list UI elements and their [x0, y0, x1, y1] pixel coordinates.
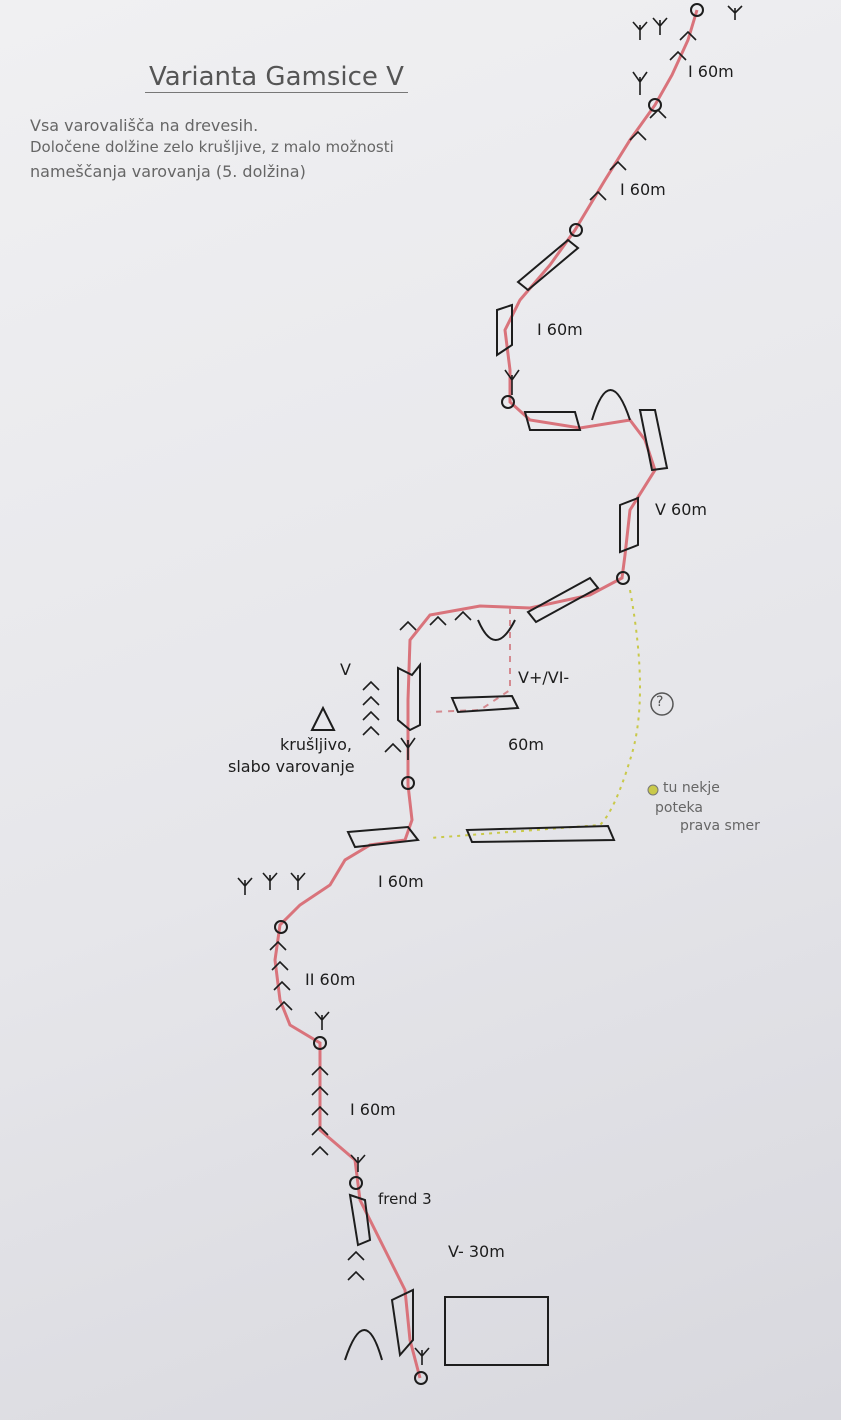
pitch-label: I 60m: [350, 1100, 396, 1119]
alt-note: prava smer: [680, 818, 760, 834]
feature-slab: [390, 1288, 414, 1358]
pitch-label: I 60m: [537, 320, 583, 339]
feature-arch: [591, 389, 631, 421]
question-mark: ?: [656, 694, 664, 710]
route-line: [273, 9, 699, 1379]
question-circle: [650, 692, 674, 716]
pitch-label: I 60m: [378, 872, 424, 891]
feature-slab: [516, 238, 580, 292]
pitch-label: frend 3: [378, 1190, 432, 1208]
tree-icons: [237, 5, 743, 1365]
note-line: nameščanja varovanja (5. dolžina): [30, 162, 306, 181]
pitch-label: V- 30m: [448, 1242, 505, 1261]
pitch-label: V 60m: [655, 500, 707, 519]
pitch-label: I 60m: [620, 180, 666, 199]
alt-note: tu nekje: [663, 780, 720, 796]
feature-arch: [344, 1329, 383, 1361]
feature-slab: [523, 411, 582, 431]
belay-stations: [274, 3, 704, 1385]
warning-icon: [310, 705, 336, 731]
pitch-label: V+/VI-: [518, 668, 570, 687]
alt-note: poteka: [655, 800, 703, 816]
variant-dashed-line: [429, 608, 511, 713]
warning-text: slabo varovanje: [228, 757, 355, 776]
pitch-label: 60m: [508, 735, 544, 754]
pitch-label: II 60m: [305, 970, 356, 989]
alt-route-line: [429, 589, 641, 839]
feature-slab: [450, 694, 520, 714]
feature-slab: [346, 825, 420, 849]
page-title: Varianta Gamsice V: [145, 62, 408, 93]
pitch-label: V: [340, 660, 351, 679]
feature-box: [444, 1296, 549, 1366]
feature-arch: [477, 619, 516, 641]
warning-text: krušljivo,: [280, 735, 352, 754]
feature-slab: [348, 1193, 372, 1247]
chevron-markers: [269, 30, 697, 1281]
feature-slab: [526, 576, 600, 624]
feature-slab: [465, 824, 616, 844]
note-line: Določene dolžine zelo krušljive, z malo …: [30, 138, 394, 156]
feature-slab: [619, 496, 639, 554]
feature-slab: [496, 303, 513, 357]
feature-slab: [638, 409, 669, 472]
feature-slab: [397, 662, 421, 732]
pitch-label: I 60m: [688, 62, 734, 81]
note-line: Vsa varovališča na drevesih.: [30, 116, 259, 135]
alt-route-dot-icon: [647, 784, 659, 796]
